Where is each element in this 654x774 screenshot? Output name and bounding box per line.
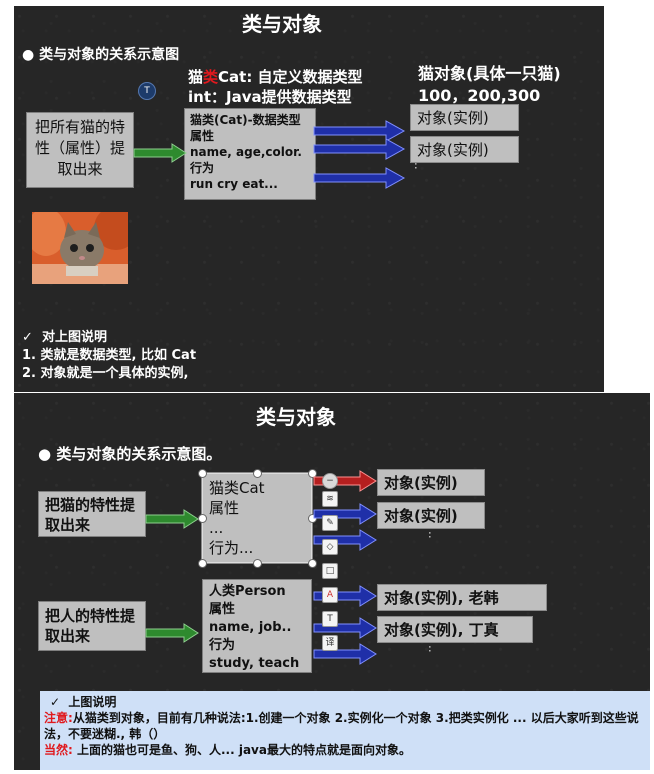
class-box-line: 行为 [209,638,236,653]
text-box-icon[interactable]: T [322,611,338,627]
blue-arrow [313,617,377,639]
object-instance: 对象(实例) [410,104,519,131]
minus-icon[interactable]: − [322,473,338,489]
slide-title: 类与对象 [242,12,322,36]
check-icon: ✓ [22,330,33,345]
blue-arrow [313,138,406,160]
class-box-line: name, job.. [209,620,292,635]
class-box-line: ... [209,519,224,537]
translate-icon[interactable]: 译 [322,635,338,651]
blue-arrow [313,643,377,665]
class-box-line: 属性 [190,129,215,143]
class-word: 类 [203,68,219,86]
frame-icon[interactable]: □ [322,563,338,579]
pen-icon[interactable]: ✎ [322,515,338,531]
resize-handle[interactable] [253,469,262,478]
resize-handle[interactable] [198,559,207,568]
slide-2: 类与对象 ● 类与对象的关系示意图。 把猫的特性提取出来 猫类Cat 属性 ..… [14,393,650,770]
bullet-dot: ● [22,47,40,63]
bullet-dot: ● [38,445,57,463]
object-instance: 对象(实例), 老韩 [377,584,547,611]
ellipsis-dots: .. [412,162,426,170]
green-arrow [133,143,187,163]
class-box-line: run cry eat... [190,177,278,191]
extract-traits-box: 把所有猫的特性（属性）提取出来 [26,112,134,188]
extract-cat-traits-box: 把猫的特性提取出来 [38,491,146,537]
class-box-line: 猫类Cat [209,479,265,497]
notes-panel: ✓ 上图说明 注意:从猫类到对象，目前有几种说法:1.创建一个对象 2.实例化一… [40,691,650,770]
object-values: 100，200,300 [418,86,541,105]
class-box-line: study, teach [209,656,300,671]
class-box-line: name, age,color. [190,145,302,159]
class-box-line: 猫类(Cat)-数据类型 [190,113,301,127]
resize-handle[interactable] [253,559,262,568]
slide2-arrows [145,470,377,665]
resize-handle[interactable] [308,469,317,478]
class-header: 猫类Cat: 自定义数据类型 [188,68,363,86]
note-attention: 注意:从猫类到对象，目前有几种说法:1.创建一个对象 2.实例化一个对象 3.把… [44,711,639,741]
ellipsis-dots: .. [426,645,440,653]
red-arrow [313,470,377,492]
class-box-line: 行为 [190,161,215,175]
object-instance: 对象(实例) [410,136,519,163]
resize-handle[interactable] [198,469,207,478]
class-box-line: 属性 [209,602,236,617]
blue-arrow [313,503,377,525]
text-badge-icon[interactable]: T [138,82,156,100]
extract-person-traits-box: 把人的特性提取出来 [38,601,146,651]
diagram-caption: ● 类与对象的关系示意图。 [38,445,222,463]
object-instance: 对象(实例) [377,469,485,496]
green-arrow [145,623,199,643]
kitten-photo [32,212,128,284]
blue-arrow [313,529,377,551]
check-icon: ✓ [50,695,61,709]
blue-arrow [313,585,377,607]
class-box-line: 属性 [209,499,240,517]
ellipsis-dots: .. [426,531,440,539]
note-line: 2. 对象就是一个具体的实例, [22,366,189,381]
layers-icon[interactable]: ≋ [322,491,338,507]
resize-handle[interactable] [308,559,317,568]
class-box-line: 人类Person [209,584,286,599]
blue-arrow [313,120,406,142]
int-header: int：Java提供数据类型 [188,88,352,106]
class-box-line: 行为... [209,539,254,557]
object-instance: 对象(实例), 丁真 [377,616,533,643]
note-line: 1. 类就是数据类型, 比如 Cat [22,348,197,363]
person-class-box: 人类Person 属性 name, job.. 行为 study, teach [202,579,312,673]
notes-title: ✓ 上图说明 [50,695,117,709]
slide1-arrows [133,120,406,189]
slide-title: 类与对象 [256,405,336,429]
object-instance: 对象(实例) [377,502,485,529]
blue-arrow [313,167,406,189]
note-label: 当然: [44,743,73,757]
object-header: 猫对象(具体一只猫) [418,64,561,83]
diagram-caption: ● 类与对象的关系示意图 [22,47,180,63]
fill-icon[interactable]: ◇ [322,539,338,555]
cat-class-box[interactable]: 猫类Cat 属性 ... 行为... [201,472,313,564]
green-arrow [145,509,199,529]
notes-title: ✓ 对上图说明 [22,330,107,345]
note-label: 注意: [44,711,73,725]
slide-1: 类与对象 ● 类与对象的关系示意图 猫类Cat: 自定义数据类型 int：Jav… [14,6,604,392]
cat-class-box: 猫类(Cat)-数据类型 属性 name, age,color. 行为 run … [184,108,316,200]
resize-handle[interactable] [198,514,207,523]
text-style-icon[interactable]: A [322,587,338,603]
note-of-course: 当然: 上面的猫也可是鱼、狗、人... java最大的特点就是面向对象。 [44,743,411,757]
